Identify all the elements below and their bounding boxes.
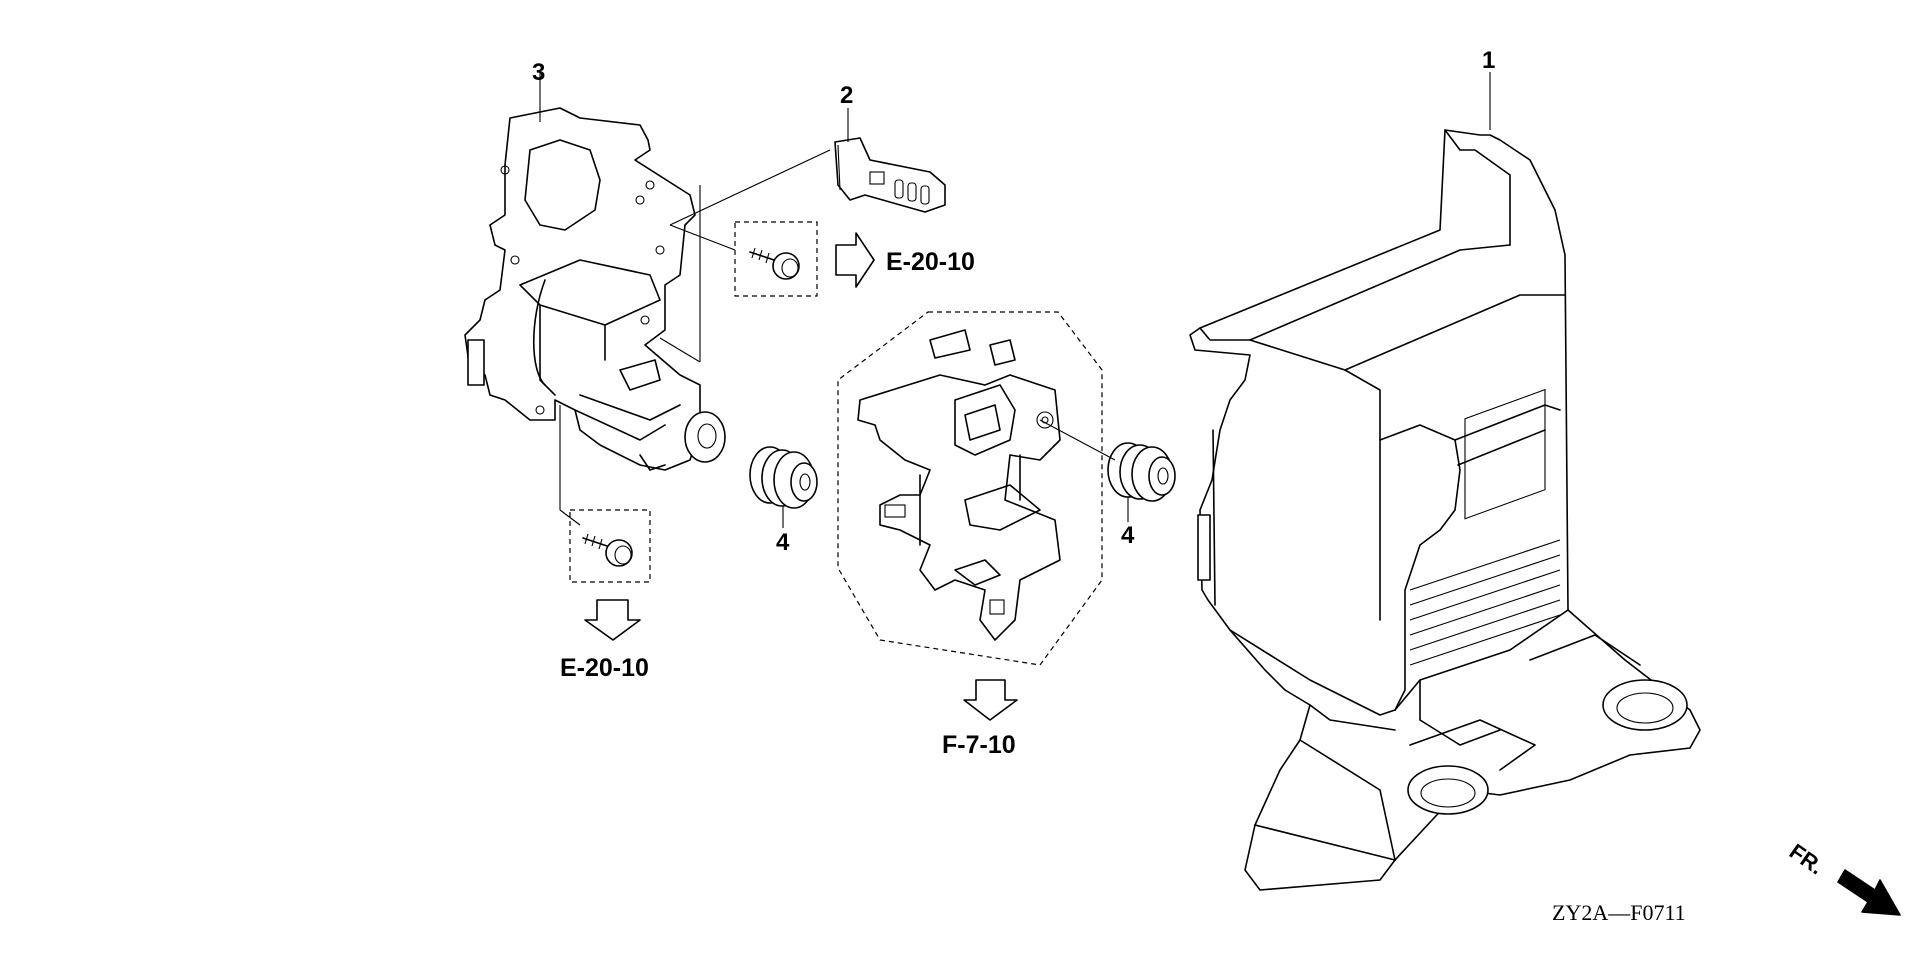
grommet-left (749, 446, 818, 509)
front-indicator: FR. (1785, 839, 1828, 880)
callout-4-right: 4 (1121, 522, 1135, 549)
callout-1: 1 (1482, 47, 1495, 74)
ref-label-bottom-left: E-20-10 (560, 654, 649, 682)
ref-label-bottom-center: F-7-10 (942, 731, 1016, 759)
bolt-lower (569, 509, 651, 583)
part-3-bracket (464, 107, 726, 471)
ref-arrow-down-center-icon (963, 679, 1018, 721)
front-arrow-icon (1837, 869, 1901, 916)
callout-3: 3 (532, 59, 545, 86)
grommet-right (1107, 442, 1176, 502)
callout-4-left: 4 (776, 529, 790, 556)
ref-arrow-down-left-icon (584, 599, 641, 641)
leader-lines (539, 72, 1491, 528)
sub-assembly-group (837, 311, 1103, 666)
part-2-small-bracket (834, 137, 946, 213)
ref-label-right: E-20-10 (886, 248, 975, 276)
callout-2: 2 (840, 82, 853, 109)
part-1-cover (1189, 129, 1701, 891)
diagram-code: ZY2A—F0711 (1552, 900, 1686, 925)
bolt-upper (734, 221, 818, 297)
ref-arrow-right-icon (835, 232, 875, 288)
